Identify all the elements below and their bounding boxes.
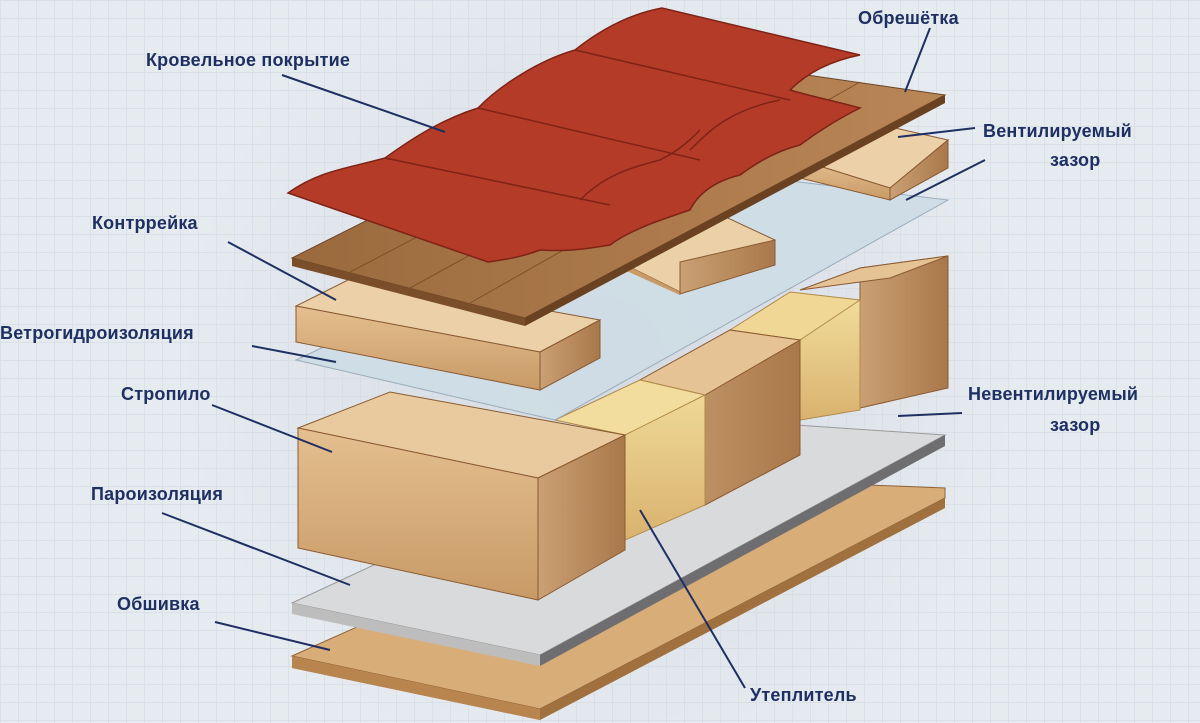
- leader-vent-gap-2: [905, 159, 986, 201]
- roofing-layer: [286, 7, 863, 263]
- label-windproof-membrane: Ветрогидроизоляция: [0, 323, 194, 343]
- label-insulation: Утеплитель: [750, 685, 857, 705]
- leader-windproof: [251, 345, 337, 363]
- counter-batten-middle: [618, 211, 777, 295]
- label-counter-batten: Контррейка: [92, 213, 198, 233]
- label-nonvent-gap: Невентилируемый: [968, 384, 1139, 404]
- label-battens: Обрешётка: [858, 8, 959, 28]
- leader-counter-batten: [227, 241, 337, 301]
- leader-vapor-barrier: [161, 512, 351, 586]
- label-vent-gap: Вентилируемый: [983, 121, 1132, 141]
- counter-batten-near: [294, 275, 602, 391]
- label-nonvent-gap-2: зазор: [1050, 415, 1101, 435]
- leader-insulation: [639, 509, 746, 689]
- label-roofing: Кровельное покрытие: [146, 50, 351, 70]
- leader-vent-gap-1: [897, 127, 976, 138]
- leader-roofing: [281, 74, 446, 133]
- label-vent-gap-2: зазор: [1050, 150, 1101, 170]
- label-rafter: Стропило: [121, 384, 211, 404]
- leader-rafter: [211, 404, 333, 453]
- leader-battens: [904, 27, 931, 93]
- rafter-insulation-block: [296, 255, 949, 601]
- leader-lines: [161, 27, 986, 689]
- leader-sheathing: [214, 621, 331, 651]
- leader-nonvent-gap: [897, 412, 963, 417]
- label-sheathing: Обшивка: [117, 594, 200, 614]
- label-vapor-barrier: Пароизоляция: [91, 484, 224, 504]
